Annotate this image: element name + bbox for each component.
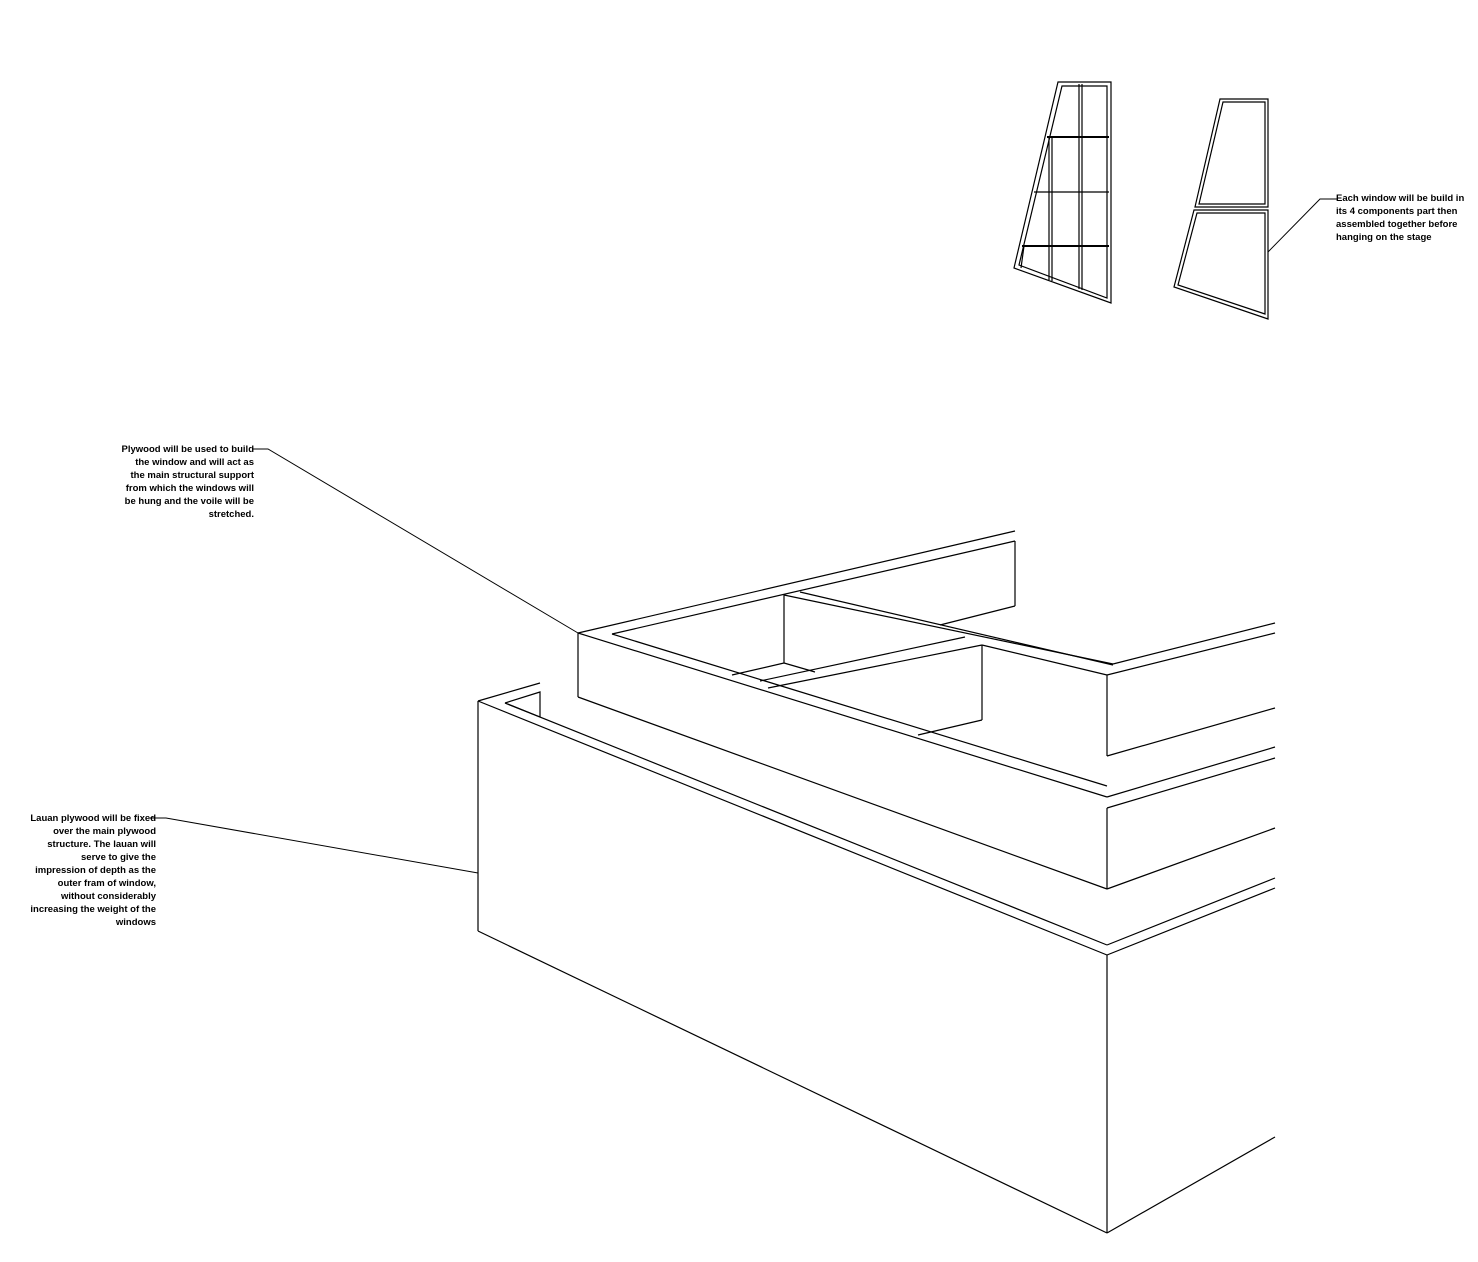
plywood-top-edge-back-inner [611, 540, 1016, 635]
plywood-inner-right-front [981, 644, 1108, 676]
leader-lauan [150, 817, 479, 874]
window-component-upper-outer [1194, 98, 1269, 208]
window-component-upper-inner [1198, 101, 1266, 205]
window-frame-slant-inner [1020, 245, 1025, 269]
plywood-back-right-bottom [939, 605, 1016, 626]
window-component-lower-outer [1173, 209, 1269, 320]
plywood-structure [577, 530, 1276, 890]
plywood-inner-right-bottom [1106, 707, 1276, 757]
plywood-right-top-outer [1106, 746, 1276, 798]
plywood-right-bottom [1106, 827, 1276, 890]
lauan-lip-inner [504, 691, 541, 717]
window-frame-grid [1013, 81, 1112, 304]
window-component-lower-inner [1177, 212, 1266, 315]
window-components-note: Each window will be build in its 4 compo… [1336, 193, 1465, 243]
lauan-right-top-outer [1106, 887, 1276, 956]
lauan-front-top-inner [504, 702, 1108, 946]
plywood-inner-right-top [1112, 622, 1276, 665]
window-frame-outer [1013, 81, 1112, 304]
plywood-front-bottom [577, 696, 1108, 890]
leader-plywood [252, 448, 579, 634]
lauan-front-top-outer [477, 700, 1108, 956]
window-components [1173, 98, 1269, 320]
lauan-lip-outer [477, 682, 541, 702]
plywood-rib-1-bottom [731, 662, 785, 676]
window-frame-inner [1018, 85, 1108, 299]
leader-window-components [1267, 198, 1338, 253]
lauan-front-bottom [477, 930, 1108, 1234]
plywood-right-top-inner [1106, 757, 1276, 809]
lauan-note: Lauan plywood will be fixed over the mai… [30, 813, 156, 928]
leader-lines [150, 198, 1338, 874]
lauan-right-top-inner [1106, 877, 1276, 946]
lauan-frame [477, 682, 1276, 1234]
plywood-top-edge-back [577, 530, 1016, 634]
plywood-cross-rib-bottom [767, 644, 983, 689]
plywood-note: Plywood will be used to build the window… [121, 444, 254, 520]
plywood-rib-2-bottom [917, 719, 983, 736]
lauan-right-bottom [1106, 1136, 1276, 1234]
plywood-front-top [577, 632, 1108, 798]
plywood-inner-right-top-inner [1106, 632, 1276, 676]
plywood-cross-rib-top [759, 636, 966, 682]
plywood-rib-1-top-inner [799, 591, 1114, 666]
plywood-front-top-inner [611, 633, 1108, 787]
